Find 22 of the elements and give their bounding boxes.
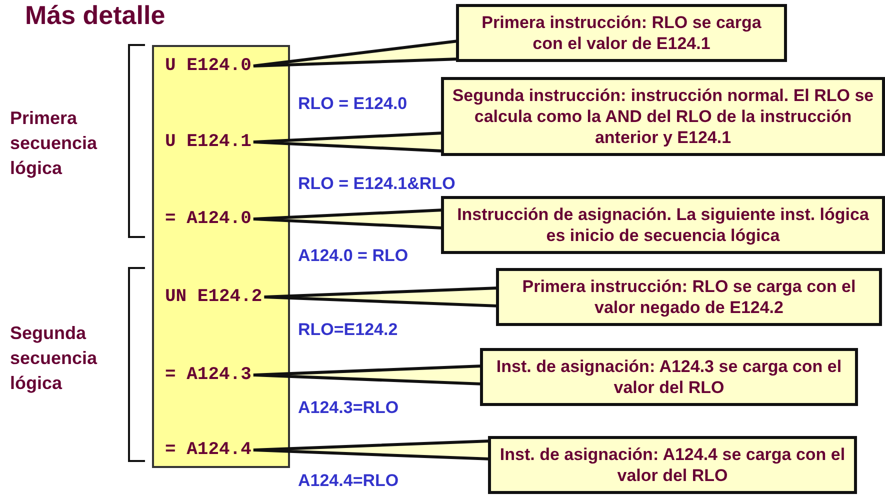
slide-title: Más detalle (25, 0, 166, 30)
callout-box: Primera instrucción: RLO se carga con el valor de E124.1 (456, 4, 787, 62)
code-line: U E124.0 (165, 56, 252, 76)
callout-box: Segunda instrucción: instrucción normal. El RLO se calcula como la AND del RLO de la instrucción anterior y E124.1 (441, 77, 885, 156)
code-listing-panel (152, 45, 290, 468)
code-line: = A124.4 (165, 440, 252, 460)
section-label: Segunda secuencia lógica (10, 322, 98, 395)
callout-box: Primera instrucción: RLO se carga con el valor negado de E124.2 (496, 268, 882, 326)
section-label: Primera secuencia lógica (10, 107, 98, 180)
result-label: A124.4=RLO (298, 471, 399, 491)
code-line: = A124.0 (165, 209, 252, 229)
result-label: RLO = E124.1&RLO (298, 174, 456, 194)
result-label: RLO=E124.2 (298, 320, 398, 340)
result-label: A124.0 = RLO (298, 246, 408, 266)
callout-box: Inst. de asignación: A124.3 se carga con el valor del RLO (480, 348, 858, 406)
callout-box: Instrucción de asignación. La siguiente inst. lógica es inicio de secuencia lógica (441, 196, 885, 254)
callout-box: Inst. de asignación: A124.4 se carga con el valor del RLO (488, 436, 857, 494)
code-line: UN E124.2 (165, 287, 262, 307)
code-line: U E124.1 (165, 132, 252, 152)
code-line: = A124.3 (165, 365, 252, 385)
result-label: RLO = E124.0 (298, 94, 408, 114)
result-label: A124.3=RLO (298, 398, 399, 418)
